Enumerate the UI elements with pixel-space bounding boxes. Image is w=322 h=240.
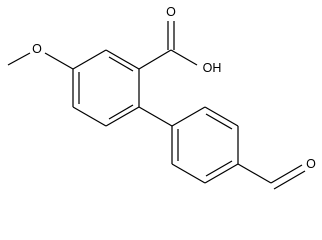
ring-b-double-2 (205, 160, 233, 177)
ring-b-double-1 (205, 113, 233, 130)
biaryl-bond (138, 106, 173, 127)
ring-a-bond-5 (72, 106, 107, 127)
ring-b-bond-5 (171, 163, 206, 184)
ring-a-bond-4 (105, 106, 140, 127)
ring-b-bond-4 (204, 163, 239, 184)
formyl-carbon-bond (237, 163, 272, 184)
aldehyde-oxygen-label: O (306, 157, 316, 171)
methoxy-oxygen-label: O (32, 42, 42, 56)
methoxy-ring-bond (44, 52, 74, 70)
ring-a-bond-2 (105, 49, 140, 70)
carboxyl-carbon-bond (138, 49, 172, 70)
formyl-co-bond (270, 164, 303, 184)
ring-a-bond-1 (72, 49, 107, 70)
ring-b-bond-1 (171, 106, 206, 127)
ring-b-bond-2 (204, 106, 239, 127)
formyl-double-bond (273, 170, 306, 190)
ring-a-double-1 (108, 56, 134, 72)
molecule-diagram: O O OH O (7, 5, 316, 190)
carboxyl-oxygen-label: O (166, 5, 176, 19)
hydroxyl-bond (170, 49, 198, 66)
ring-a-double-2 (108, 104, 134, 120)
hydroxyl-label: OH (203, 61, 222, 75)
methyl-bond (7, 52, 31, 66)
